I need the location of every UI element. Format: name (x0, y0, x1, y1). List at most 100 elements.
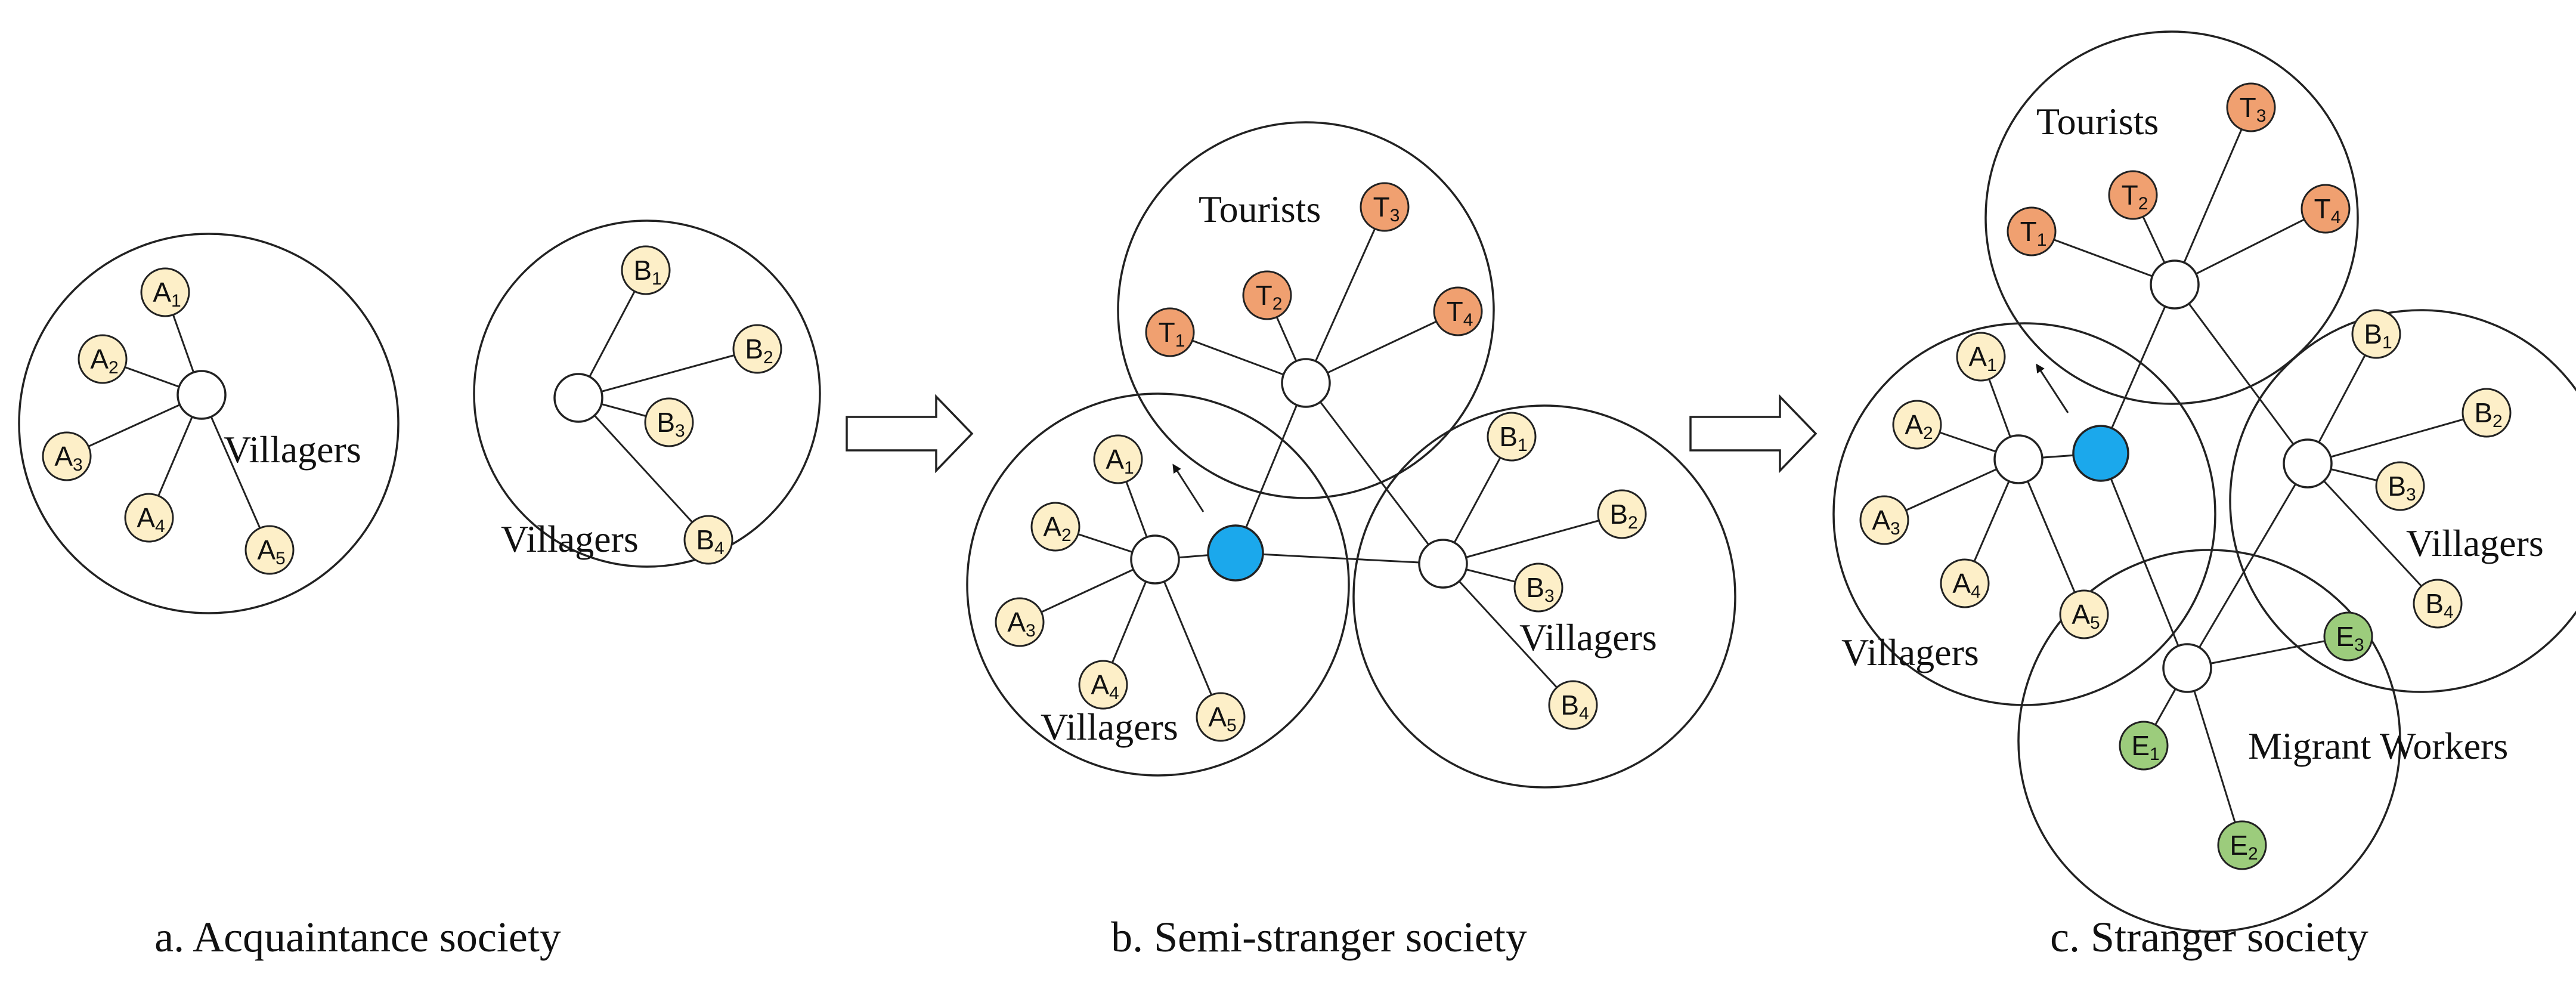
panel-a-villager-a-node-1-label: A1 (153, 277, 181, 311)
panel-b-villagers-label-2: Villagers (1519, 616, 1657, 659)
panel-c-villagers-label-1: Villagers (1841, 631, 1979, 673)
panel-b-villagers-circle-2 (1352, 404, 1736, 789)
panel-c-worker-node-3 (2323, 611, 2373, 661)
panel-a-villager-b-node-3 (644, 397, 694, 447)
panel-c-villager-b-node-1 (2351, 309, 2401, 359)
panel-b-villager-b-edge-2 (1442, 513, 1623, 565)
panel-c-villagers-label-2: Villagers (2406, 522, 2544, 564)
panel-c-villager-a-node-1 (1956, 332, 2006, 382)
panel-c-villager-a-edge-5 (2017, 459, 2085, 615)
panel-c-villager-b-node-3 (2375, 461, 2425, 511)
panel-a-hub-2 (553, 373, 603, 423)
panel-c-villager-b-node-2 (2462, 388, 2512, 438)
panel-a-villager-a-node-1 (140, 267, 190, 317)
panel-b-villager-b-edge-4 (1442, 562, 1574, 706)
panel-a-hub-1 (177, 370, 227, 420)
panel-b-villager-b-node-2 (1597, 489, 1647, 539)
panel-c-tourist-node-4 (2301, 184, 2351, 234)
panel-b-caption: b. Semi-stranger society (1111, 913, 1527, 961)
panel-a-villagers-label-1: Villagers (224, 428, 361, 471)
panel-b-tourist-node-2-label: T2 (1256, 280, 1283, 314)
panel-b-tourist-node-2 (1242, 270, 1292, 320)
panel-b-villager-hub-1 (1130, 534, 1180, 585)
panel-c-villager-a-node-2 (1892, 400, 1942, 450)
panel-c-tourist-edge-3 (2174, 107, 2252, 285)
panel-b-villager-a-node-5 (1196, 692, 1246, 742)
panel-c-villager-b-node-2-label: B2 (2474, 397, 2502, 431)
panel-c-tourist-hub (2150, 259, 2200, 310)
transition-arrow-a-to-b-icon (846, 394, 974, 474)
panel-c-direction-arrow-icon (2036, 363, 2069, 413)
panel-a-villager-b-edge-2 (578, 348, 758, 399)
panel-b-tourist-edge-3 (1305, 206, 1386, 384)
panel-a-villager-a-node-5 (244, 525, 295, 575)
panel-a-villager-b-node-4 (683, 515, 733, 565)
panel-b-villager-hub-2 (1418, 539, 1468, 589)
panel-c-villager-hub-1 (1993, 434, 2044, 484)
panel-b-villager-b-node-3 (1513, 562, 1563, 613)
panel-b-tourist-node-1 (1145, 307, 1195, 357)
panel-c-worker-edge-3 (2187, 635, 2349, 669)
labels-layer: VillagersVillagersTouristsVillagersVilla… (154, 100, 2544, 961)
panel-c-villager-b-edge-4 (2306, 462, 2439, 605)
panel-b-edge-tourist-hub-to-villager-hub (1305, 382, 1444, 564)
panel-c-worker-node-1 (2119, 721, 2169, 771)
panel-b-tourist-node-4 (1433, 286, 1483, 336)
panel-c-worker-hub (2162, 643, 2212, 693)
panel-c-worker-edge-2 (2186, 667, 2243, 846)
panel-c-worker-node-3-label: E3 (2336, 621, 2364, 655)
panel-b-tourists-circle (1117, 121, 1495, 499)
panel-a-villagers-circle-2 (473, 220, 821, 568)
panel-b-center-node (1207, 524, 1264, 582)
panel-c-villager-a-node-4 (1940, 558, 1990, 608)
panel-b-villager-a-node-1 (1093, 434, 1143, 484)
nodes-layer: A1A2A3A4A5B1B2B3B4T1T2T3T4A1A2A3A4A5B1B2… (42, 82, 2512, 870)
panel-b-villagers-circle-1 (966, 392, 1350, 777)
panel-c-workers-circle (2017, 549, 2401, 933)
panel-c-migrant-workers-label: Migrant Workers (2248, 725, 2508, 767)
panel-c-edge-villager-hub-2-to-worker-hub (2186, 463, 2309, 669)
panel-b-edge-center-to-tourist-hub (1234, 382, 1307, 554)
panel-a-villager-b-node-1 (621, 245, 671, 295)
panel-b-villager-b-node-4 (1548, 680, 1598, 730)
panel-a-villager-b-edge-4 (577, 397, 710, 541)
panel-c-tourists-label: Tourists (2036, 100, 2159, 143)
panel-a-villager-a-node-2 (78, 334, 128, 384)
panel-c-villager-a-node-5 (2059, 589, 2109, 639)
panel-c-tourist-edge-4 (2174, 208, 2326, 286)
panel-b-villagers-label-1: Villagers (1041, 706, 1178, 748)
panel-a-villager-a-node-4 (124, 493, 174, 543)
panel-b-edge-center-to-villager-hub-2 (1235, 552, 1444, 565)
panel-a-villagers-label-2: Villagers (501, 518, 639, 560)
panel-a-villager-b-node-2-label: B2 (745, 333, 773, 367)
panel-b-tourist-node-3 (1360, 182, 1410, 232)
panel-c-villager-b-node-4 (2413, 579, 2463, 629)
panel-a-villager-a-node-3 (42, 431, 92, 481)
panel-c-tourist-node-2 (2108, 170, 2158, 220)
panel-c-worker-node-2 (2217, 820, 2267, 870)
group-circles-layer (18, 30, 2576, 933)
panel-c-tourist-node-3 (2226, 82, 2276, 132)
panel-b-tourist-node-3-label: T3 (1373, 191, 1400, 225)
panel-b-villager-a-node-2 (1030, 502, 1080, 552)
panel-b-tourist-edge-4 (1305, 310, 1459, 384)
panel-c-villager-b-node-3-label: B3 (2388, 471, 2416, 505)
panel-c-villager-hub-2 (2283, 438, 2333, 489)
panel-c-edge-center-to-tourist-hub (2100, 284, 2176, 454)
panel-c-tourists-circle (1984, 30, 2359, 405)
panel-c-tourist-edge-1 (2031, 230, 2175, 286)
panel-c-center-node (2072, 425, 2129, 482)
panel-a-caption: a. Acquaintance society (154, 913, 561, 961)
panel-b-villager-a-node-3 (995, 597, 1045, 647)
panel-b-villager-b-node-1 (1487, 412, 1537, 462)
transition-arrow-b-to-c-icon (1689, 394, 1818, 474)
panel-c-villager-b-edge-2 (2307, 412, 2487, 465)
panel-c-caption: c. Stranger society (2050, 913, 2368, 961)
panel-a-villager-b-node-2 (732, 324, 782, 374)
panel-b-villager-a-node-4 (1078, 660, 1128, 710)
panel-c-edge-tourist-hub-to-villager-hub-2 (2174, 284, 2309, 464)
panel-b-tourist-hub (1281, 358, 1331, 408)
panel-b-tourists-label: Tourists (1199, 188, 1321, 230)
panel-c-tourist-node-1 (2007, 206, 2057, 256)
